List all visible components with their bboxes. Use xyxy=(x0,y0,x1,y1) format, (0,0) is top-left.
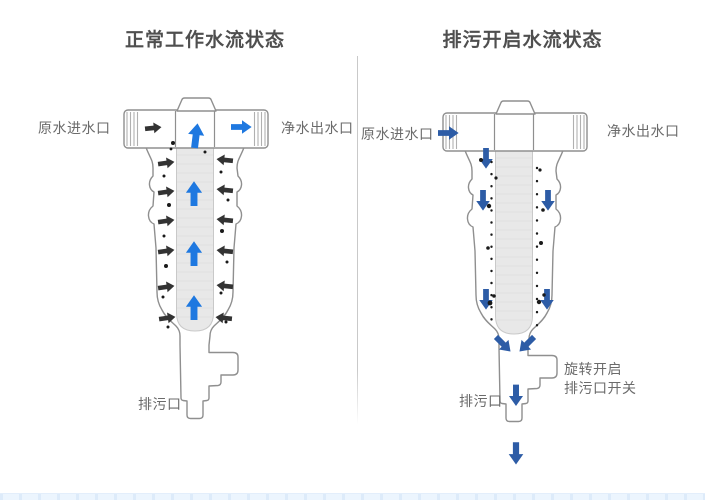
drain-switch-label-line2: 排污口开关 xyxy=(564,380,637,396)
right-panel-title: 排污开启水流状态 xyxy=(442,30,603,51)
left-raw-inlet-label: 原水进水口 xyxy=(38,120,111,136)
filter-cartridge xyxy=(495,148,533,335)
center-column-walls xyxy=(493,114,535,150)
left-clean-outlet-label: 净水出水口 xyxy=(281,120,354,136)
panel-divider xyxy=(357,56,358,425)
center-column-walls xyxy=(174,111,216,147)
inlet-outlet-pipe xyxy=(442,112,588,152)
pipe-threads xyxy=(126,112,266,146)
drain-switch-label-line1: 旋转开启 xyxy=(564,361,622,377)
right-device-diagram xyxy=(438,100,588,465)
left-device-diagram xyxy=(123,97,269,420)
right-clean-outlet-label: 净水出水口 xyxy=(607,123,680,139)
left-drain-port-label: 排污口 xyxy=(138,396,182,412)
right-drain-port-label: 排污口 xyxy=(459,393,503,409)
bottom-decor-strip xyxy=(0,493,705,500)
particle-dots xyxy=(161,141,230,329)
drain-switch-label: 旋转开启 排污口开关 xyxy=(564,360,637,398)
right-raw-inlet-label: 原水进水口 xyxy=(361,126,434,142)
top-cap xyxy=(495,100,536,115)
top-cap xyxy=(176,97,217,112)
left-panel-title: 正常工作水流状态 xyxy=(124,30,285,51)
particle-dots xyxy=(479,158,546,332)
